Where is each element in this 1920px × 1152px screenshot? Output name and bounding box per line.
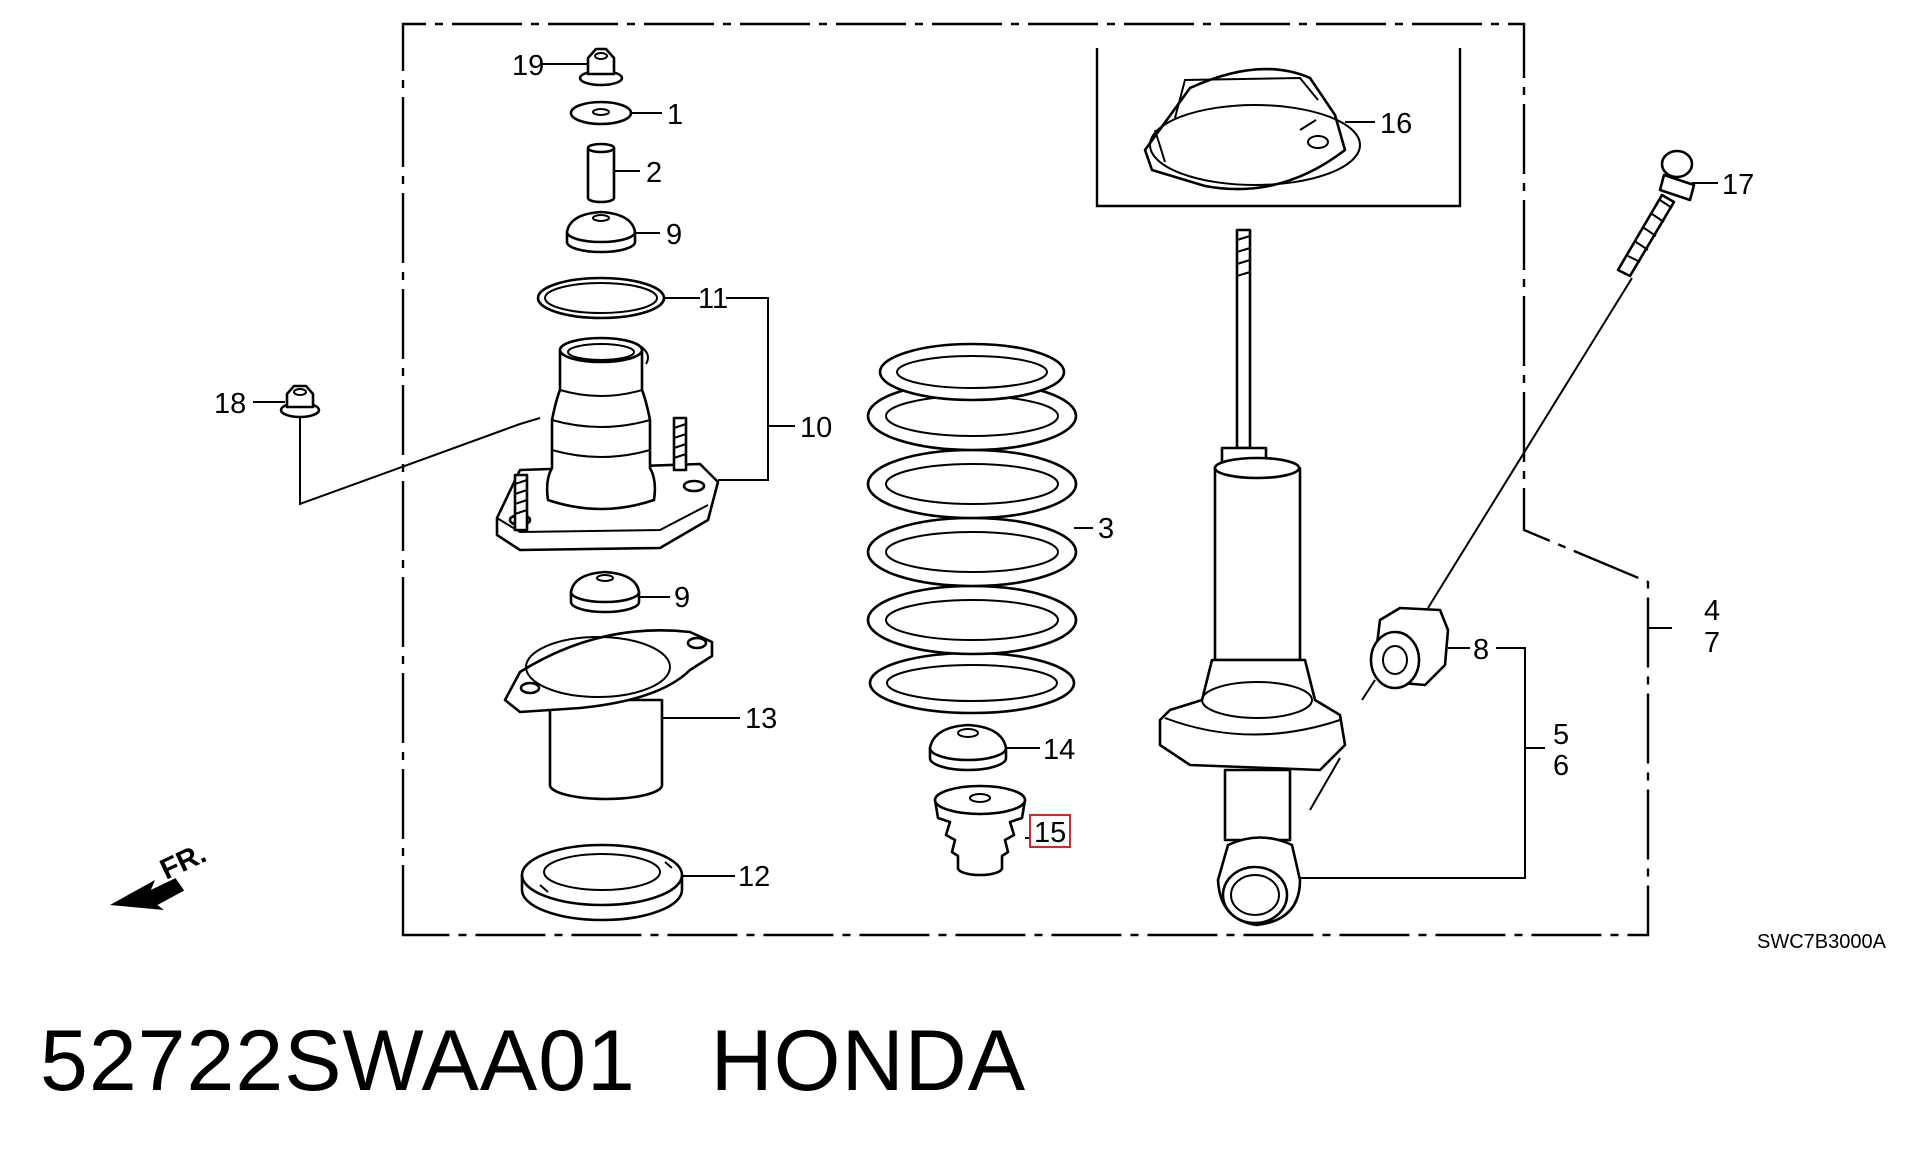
coil-spring-3 [866,342,1078,715]
bushing-9-upper [565,210,637,254]
collar-2 [586,142,616,204]
callout-2: 2 [646,157,662,189]
callout-5: 5 [1553,719,1569,751]
callout-19: 19 [512,50,544,82]
leader-lines [253,63,1718,879]
bump-stop-15 [933,784,1027,877]
bolt-17 [1616,149,1696,278]
damper-4-7 [1158,228,1347,927]
callout-9-upper: 9 [666,219,682,251]
spring-seat-12 [520,843,684,922]
assembly-outline [401,22,1650,937]
bushing-9-lower [569,570,641,614]
bushing-8 [1369,606,1450,690]
o-ring-11 [536,276,666,320]
drawing-code: SWC7B3000A [1757,931,1887,953]
brand-name: HONDA [710,1013,1027,1109]
inset-box [1095,48,1462,208]
flange-nut-19 [578,47,624,87]
callout-4: 4 [1704,595,1720,627]
bump-stop-cap-14 [928,723,1008,772]
callout-8: 8 [1473,634,1489,666]
spring-seat-13 [503,629,714,801]
inset-seat-16 [1143,67,1361,191]
callout-7: 7 [1704,627,1720,659]
callout-9-lower: 9 [674,582,690,614]
callout-15: 15 [1034,817,1066,849]
washer-1 [569,100,633,126]
callout-16: 16 [1380,108,1412,140]
callout-3: 3 [1098,513,1114,545]
front-marker-label: FR. [155,838,211,887]
callout-12: 12 [738,861,770,893]
callout-13: 13 [745,703,777,735]
callout-10: 10 [800,412,832,444]
part-caption: 52722SWAA01 HONDA [40,1012,1026,1111]
callout-11: 11 [698,283,728,315]
highlight-box [1029,814,1071,848]
callout-17: 17 [1722,169,1754,201]
callout-6: 6 [1553,750,1569,782]
flange-nut-18 [279,384,321,419]
part-number: 52722SWAA01 [40,1013,636,1109]
upper-mount-10 [495,336,720,552]
callout-14: 14 [1043,734,1075,766]
callout-1: 1 [667,99,683,131]
front-arrow [110,878,185,910]
callout-18: 18 [214,388,246,420]
